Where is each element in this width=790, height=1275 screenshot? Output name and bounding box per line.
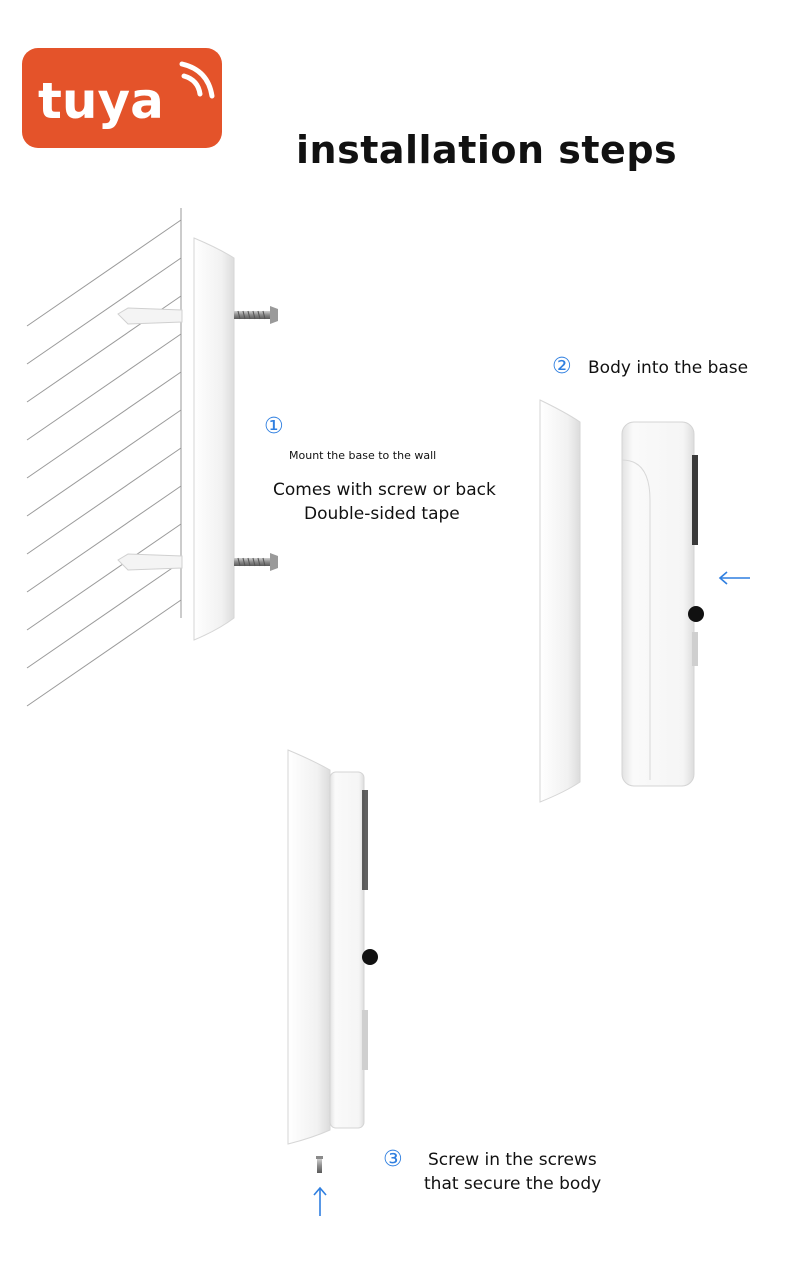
step-1-label: Mount the base to the wall bbox=[289, 449, 437, 462]
base-plate-illustration bbox=[539, 399, 581, 803]
step-2-number: ② bbox=[552, 354, 572, 379]
step-1-note-line-1: Comes with screw or back bbox=[273, 480, 496, 500]
arrow-up-icon bbox=[313, 1186, 327, 1216]
step-1-note-line-2: Double-sided tape bbox=[304, 504, 460, 524]
small-screw-icon bbox=[316, 1156, 323, 1173]
tuya-logo-icon: tuya bbox=[22, 48, 222, 148]
doorbell-body-illustration bbox=[621, 421, 704, 787]
step-3-number: ③ bbox=[383, 1147, 403, 1172]
step-3-label-line-1: Screw in the screws bbox=[428, 1150, 597, 1170]
arrow-left-icon bbox=[718, 571, 750, 585]
step-1-number: ① bbox=[264, 414, 284, 439]
step-3-label-line-2: that secure the body bbox=[424, 1174, 602, 1194]
assembled-device-illustration bbox=[287, 749, 378, 1145]
tuya-logo: tuya bbox=[22, 48, 222, 152]
svg-text:tuya: tuya bbox=[38, 72, 164, 130]
screw-icon bbox=[234, 306, 278, 571]
page-title: installation steps bbox=[296, 128, 678, 172]
wall-illustration bbox=[26, 208, 182, 707]
step-2-label: Body into the base bbox=[588, 358, 749, 378]
mounting-base-illustration bbox=[193, 237, 235, 641]
wall-anchor-icon bbox=[117, 307, 183, 571]
